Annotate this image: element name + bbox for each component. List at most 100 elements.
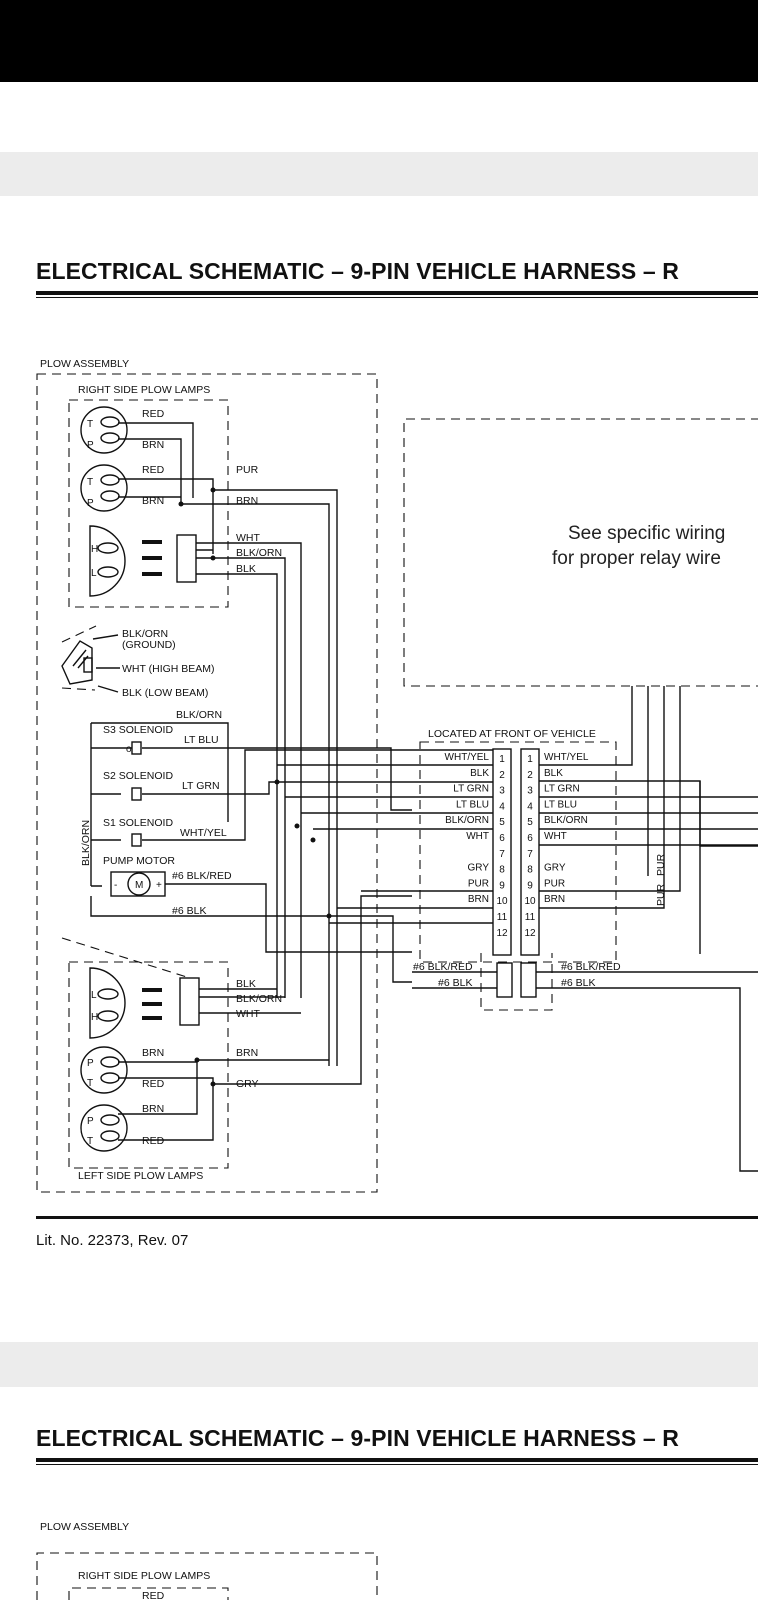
connector-pin-left-4: 4 [499,801,505,812]
svg-text:WHT: WHT [236,1008,260,1020]
connector-wire-label-right: WHT [544,831,567,842]
svg-text:L: L [91,990,97,1001]
connector-location-label: LOCATED AT FRONT OF VEHICLE [428,728,596,740]
svg-text:T: T [87,477,93,488]
svg-text:WHT (HIGH BEAM): WHT (HIGH BEAM) [122,663,215,675]
title-rule-thick [36,291,758,295]
svg-text:(GROUND): (GROUND) [122,639,176,651]
svg-text:PUR: PUR [655,853,667,876]
connector-pin-left-2: 2 [499,770,505,781]
connector-pin-right-8: 8 [527,865,533,876]
title-rule-thick [36,1458,758,1462]
svg-text:BLK/ORN: BLK/ORN [122,628,168,640]
connector-wire-label-left: GRY [468,863,490,874]
connector-pin-right-7: 7 [527,849,533,860]
connector-pin-left-3: 3 [499,786,505,797]
title-rule-thin [36,297,758,298]
svg-text:#6 BLK: #6 BLK [172,905,206,917]
svg-text:T: T [87,1078,93,1089]
page-title: ELECTRICAL SCHEMATIC – 9-PIN VEHICLE HAR… [36,258,679,284]
svg-text:BRN: BRN [236,1047,258,1059]
svg-text:M: M [135,880,143,891]
svg-text:P: P [87,1116,94,1127]
svg-text:BRN: BRN [142,495,164,507]
plow-assembly-frame [36,373,378,1193]
svg-text:BLK/ORN: BLK/ORN [236,547,282,559]
svg-text:-: - [114,880,117,891]
left-lamps-box [68,961,229,1169]
connector-wire-label-left: WHT/YEL [445,752,490,763]
connector-pin-right-11: 11 [525,912,536,923]
svg-text:#6 BLK/RED: #6 BLK/RED [561,961,621,973]
lit-number: Lit. No. 22373, Rev. 07 [36,1232,189,1249]
connector-wire-label-right: LT GRN [544,784,580,795]
connector-pin-left-7: 7 [499,849,505,860]
connector-pin-left-5: 5 [499,817,505,828]
plow-assembly-frame [36,1552,378,1600]
svg-text:BLK/ORN: BLK/ORN [176,709,222,721]
svg-text:#6 BLK/RED: #6 BLK/RED [413,961,473,973]
connector-pin-right-9: 9 [527,880,533,891]
connector-pin-left-10: 10 [496,896,508,907]
svg-text:S1 SOLENOID: S1 SOLENOID [103,817,173,829]
plow-assembly-label: PLOW ASSEMBLY [40,1521,129,1533]
svg-text:BRN: BRN [142,439,164,451]
svg-text:RED: RED [142,408,165,420]
right-lamps-box [68,399,229,608]
svg-text:#6 BLK: #6 BLK [438,977,472,989]
right-headlamp: H L [89,525,197,597]
electrical-schematic: See specific wiring for proper relay wir… [36,358,758,1219]
blk-orn-ground-bus [90,722,229,887]
svg-text:BLK (LOW BEAM): BLK (LOW BEAM) [122,687,208,699]
connector-location-box [419,741,617,963]
status-bar [0,0,758,82]
connector-wire-label-right: LT BLU [544,799,577,810]
svg-text:BRN: BRN [236,495,258,507]
connector-pin-left-8: 8 [499,865,505,876]
svg-text:#6 BLK: #6 BLK [561,977,595,989]
title-rule-thin [36,1464,758,1465]
svg-text:#6 BLK/RED: #6 BLK/RED [172,870,232,882]
connector-wire-label-right: PUR [544,878,565,889]
right-lamps-label: RIGHT SIDE PLOW LAMPS [78,384,210,396]
connector-pin-right-1: 1 [527,754,533,765]
connector-pin-right-4: 4 [527,801,533,812]
document-page-1: ELECTRICAL SCHEMATIC – 9-PIN VEHICLE HAR… [0,196,758,1342]
svg-text:GRY: GRY [236,1078,259,1090]
power-plug-right [520,962,537,998]
svg-text:BLK: BLK [236,563,256,575]
note-line-2: for proper relay wire [552,548,721,569]
connector-wire-label-left: BLK/ORN [445,815,489,826]
svg-text:RED: RED [142,1590,165,1600]
connector-pin-left-9: 9 [499,880,505,891]
svg-text:PUR: PUR [655,883,667,906]
connector-pin-right-12: 12 [524,928,536,939]
svg-text:S2 SOLENOID: S2 SOLENOID [103,770,173,782]
svg-text:S3 SOLENOID: S3 SOLENOID [103,724,173,736]
viewer-toolbar-area [0,82,758,152]
svg-text:BLK/ORN: BLK/ORN [80,820,92,866]
svg-text:LT GRN: LT GRN [182,780,220,792]
connector-wire-label-right: WHT/YEL [544,752,589,763]
svg-text:BLK/ORN: BLK/ORN [236,993,282,1005]
connector-wire-label-left: LT BLU [456,799,489,810]
svg-text:PUR: PUR [236,464,259,476]
svg-text:T: T [87,1136,93,1147]
svg-text:LT BLU: LT BLU [184,734,219,746]
svg-text:RED: RED [142,1078,165,1090]
page-title: ELECTRICAL SCHEMATIC – 9-PIN VEHICLE HAR… [36,1425,679,1451]
connector-wire-label-left: BRN [468,894,489,905]
connector-wire-label-left: PUR [468,878,489,889]
connector-pin-right-3: 3 [527,786,533,797]
connector-wire-label-left: LT GRN [453,784,489,795]
connector-pin-right-2: 2 [527,770,533,781]
connector-pin-right-6: 6 [527,833,533,844]
left-headlamp: L H [89,967,200,1039]
svg-text:RED: RED [142,464,165,476]
svg-text:RED: RED [142,1135,165,1147]
connector-wire-label-right: BLK/ORN [544,815,588,826]
